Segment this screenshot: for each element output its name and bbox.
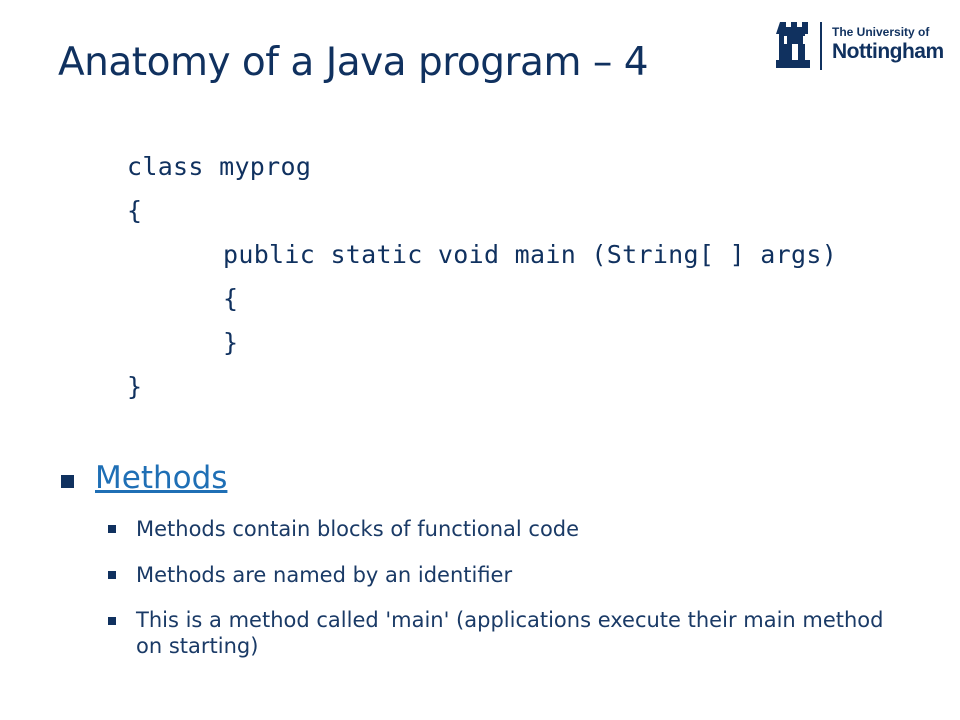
code-line-4: {: [223, 284, 239, 313]
code-line-2: {: [127, 196, 143, 225]
sub-bullet-1: Methods contain blocks of functional cod…: [136, 517, 580, 541]
slide-title: Anatomy of a Java program – 4: [58, 40, 649, 85]
logo-university-text: The University of: [832, 25, 930, 39]
castle-crest-icon: [776, 22, 810, 68]
code-line-5: }: [223, 328, 239, 357]
university-logo: The University of Nottingham: [776, 18, 946, 74]
sub-bullet-2: Methods are named by an identifier: [136, 563, 513, 587]
code-line-3: public static void main (String[ ] args): [223, 240, 838, 269]
logo-divider: [820, 22, 822, 70]
sub-bullet-marker: [108, 571, 116, 579]
code-line-6: }: [127, 372, 143, 401]
methods-link[interactable]: Methods: [95, 460, 228, 496]
code-line-1: class myprog: [127, 152, 312, 181]
bullet-marker: [61, 475, 74, 488]
logo-nottingham-text: Nottingham: [832, 40, 944, 63]
sub-bullet-marker: [108, 617, 116, 625]
sub-bullet-marker: [108, 525, 116, 533]
sub-bullet-3: This is a method called 'main' (applicat…: [136, 608, 884, 658]
